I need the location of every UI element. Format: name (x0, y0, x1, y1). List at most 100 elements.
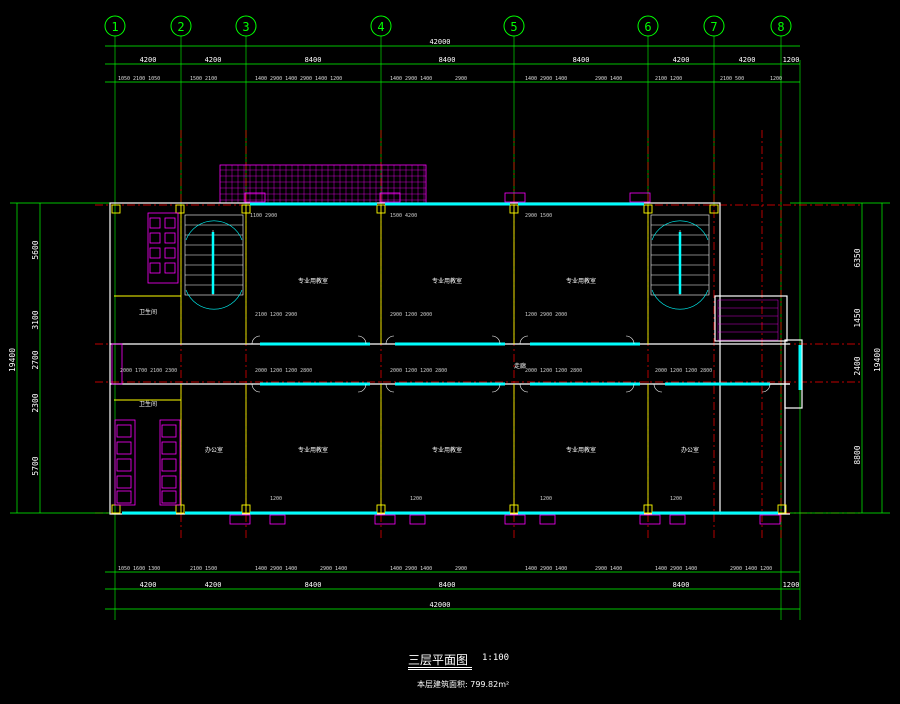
svg-text:1500 2100: 1500 2100 (190, 76, 217, 82)
axis-label-4: 4 (377, 20, 384, 34)
left-dim-4: 2300 (31, 393, 40, 412)
axis-bubbles (104, 15, 792, 37)
right-dim-1: 6350 (853, 248, 862, 267)
svg-text:1400 2900 1400: 1400 2900 1400 (525, 76, 567, 82)
canopy-hatch (219, 164, 427, 204)
svg-text:1050 1600 1300: 1050 1600 1300 (118, 566, 160, 572)
door-swings (251, 335, 771, 393)
room-label-6: 专业用教室 (566, 446, 596, 454)
axis-label-6: 6 (644, 20, 651, 34)
svg-text:2000 1200 1200 2800: 2000 1200 1200 2800 (255, 368, 312, 374)
right-dimensions (790, 202, 890, 514)
svg-text:1400 2900 1400: 1400 2900 1400 (255, 76, 297, 82)
bottom-detail-dims: 1050 1600 1300 2100 1500 1400 2900 1400 29… (118, 566, 772, 572)
svg-text:1400 2900 1400: 1400 2900 1400 (390, 566, 432, 572)
svg-text:2900 1400 1200: 2900 1400 1200 (300, 76, 342, 82)
shaft-hatch (717, 299, 779, 341)
svg-text:2100 1500: 2100 1500 (190, 566, 217, 572)
axis-label-1: 1 (111, 20, 118, 34)
room-label-5: 专业用教室 (432, 446, 462, 454)
fixtures (111, 192, 781, 525)
svg-text:1200: 1200 (410, 496, 422, 502)
title-underline (408, 667, 472, 668)
svg-text:2000 1700 2100 2300: 2000 1700 2100 2300 (120, 368, 177, 374)
axis-label-3: 3 (242, 20, 249, 34)
svg-text:1200: 1200 (540, 496, 552, 502)
top-span-5: 8400 (573, 56, 590, 64)
svg-text:1200: 1200 (770, 76, 782, 82)
room-label-7: 办公室 (205, 446, 223, 454)
left-dim-5: 5700 (31, 456, 40, 475)
room-label-10: 卫生间 (139, 400, 157, 408)
svg-text:2100 1200 2900: 2100 1200 2900 (255, 312, 297, 318)
top-span-7: 4200 (739, 56, 756, 64)
columns-and-partitions (111, 204, 787, 514)
svg-text:2900: 2900 (455, 76, 467, 82)
room-label-11: 走廊 (514, 362, 526, 370)
svg-text:1400 2900 1400: 1400 2900 1400 (390, 76, 432, 82)
room-label-1: 专业用教室 (298, 277, 328, 285)
top-total-dim: 42000 (429, 38, 450, 46)
left-dim-1: 5600 (31, 240, 40, 259)
center-lines (95, 130, 860, 540)
bottom-span-5: 8400 (673, 581, 690, 589)
top-span-4: 8400 (439, 56, 456, 64)
svg-text:2900: 2900 (455, 566, 467, 572)
axis-label-8: 8 (777, 20, 784, 34)
bottom-span-4: 8400 (439, 581, 456, 589)
svg-text:2900 1400: 2900 1400 (595, 76, 622, 82)
left-dim-2: 3100 (31, 310, 40, 329)
svg-text:1200 2900 2000: 1200 2900 2000 (525, 312, 567, 318)
svg-text:1050 2100 1050: 1050 2100 1050 (118, 76, 160, 82)
svg-text:1400 2900 1400: 1400 2900 1400 (255, 566, 297, 572)
room-label-8: 办公室 (681, 446, 699, 454)
svg-text:1200: 1200 (670, 496, 682, 502)
bottom-span-2: 4200 (205, 581, 222, 589)
svg-text:2900 1400: 2900 1400 (595, 566, 622, 572)
top-span-3: 8400 (305, 56, 322, 64)
axis-label-5: 5 (510, 20, 517, 34)
windows (122, 202, 802, 515)
left-total-dim: 19400 (8, 348, 17, 372)
room-label-2: 专业用教室 (432, 277, 462, 285)
right-total-dim: 19400 (873, 348, 882, 372)
room-label-4: 专业用教室 (298, 446, 328, 454)
room-label-3: 专业用教室 (566, 277, 596, 285)
svg-text:1400 2900 1400: 1400 2900 1400 (655, 566, 697, 572)
svg-text:2900 1400 1200: 2900 1400 1200 (730, 566, 772, 572)
svg-text:2900 1400: 2900 1400 (320, 566, 347, 572)
svg-text:2100 500: 2100 500 (720, 76, 744, 82)
top-span-2: 4200 (205, 56, 222, 64)
drawing-title: 三层平面图 (408, 653, 469, 667)
svg-text:2100 1200: 2100 1200 (655, 76, 682, 82)
right-dim-4: 8800 (853, 445, 862, 464)
left-dimensions (10, 202, 110, 514)
axis-label-7: 7 (710, 20, 717, 34)
bottom-span-3: 8400 (305, 581, 322, 589)
floor-area-note: 本层建筑面积: 799.82m² (417, 680, 510, 689)
svg-text:1400 2900 1400: 1400 2900 1400 (525, 566, 567, 572)
right-dim-3: 2400 (853, 356, 862, 375)
bottom-total-dim: 42000 (429, 601, 450, 609)
right-dim-2: 1450 (853, 308, 862, 327)
svg-text:1200: 1200 (270, 496, 282, 502)
top-span-6: 4200 (673, 56, 690, 64)
top-dimensions (105, 45, 800, 83)
svg-text:2000 1200 1200 2800: 2000 1200 1200 2800 (525, 368, 582, 374)
axis-label-2: 2 (177, 20, 184, 34)
svg-text:1500 4200: 1500 4200 (390, 213, 417, 219)
svg-text:1100 2900: 1100 2900 (250, 213, 277, 219)
svg-text:2900 1200 2000: 2900 1200 2000 (390, 312, 432, 318)
axis-lines (114, 36, 801, 620)
title-underline-2 (408, 669, 472, 670)
room-label-9: 卫生间 (139, 308, 157, 316)
top-span-1: 4200 (140, 56, 157, 64)
left-dim-3: 2700 (31, 350, 40, 369)
drawing-scale: 1:100 (482, 653, 510, 663)
svg-text:2000 1200 1200 2800: 2000 1200 1200 2800 (390, 368, 447, 374)
bottom-span-6: 1200 (783, 581, 800, 589)
stair-handrails (211, 232, 682, 294)
